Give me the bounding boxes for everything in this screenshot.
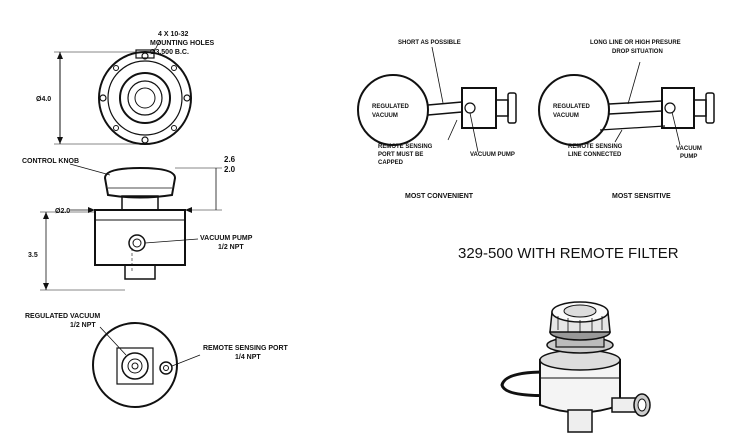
sensitive-vessel-label-1: REGULATED: [553, 104, 591, 110]
height-bottom-label: 2.0: [224, 165, 236, 174]
remote-capped-label-1: REMOTE SENSING: [378, 144, 433, 150]
control-knob-label: CONTROL KNOB: [22, 158, 79, 165]
bottom-view: [92, 322, 201, 408]
sensitive-caption: MOST SENSITIVE: [612, 193, 671, 200]
remote-port-label-2: 1/4 NPT: [235, 354, 261, 361]
side-view: [40, 163, 222, 291]
remote-capped-label-3: CAPPED: [378, 160, 404, 166]
convenient-caption: MOST CONVENIENT: [405, 193, 474, 200]
regulated-label-2: 1/2 NPT: [70, 322, 96, 329]
remote-connected-label-1: REMOTE SENSING: [568, 144, 623, 150]
height-top-label: 2.6: [224, 155, 236, 164]
short-label: SHORT AS POSSIBLE: [398, 40, 461, 46]
side-pump-label-2: 1/2 NPT: [218, 244, 244, 251]
sensitive-schematic: [538, 61, 715, 146]
filter-title: 329-500 WITH REMOTE FILTER: [458, 245, 679, 262]
convenient-pump-label: VACUUM PUMP: [470, 152, 515, 158]
top-diameter-label: Ø4.0: [36, 96, 51, 103]
sensitive-pump-label-2: PUMP: [680, 154, 697, 160]
remote-connected-label-2: LINE CONNECTED: [568, 152, 622, 158]
side-pump-label-1: VACUUM PUMP: [200, 235, 253, 242]
regulated-label-1: REGULATED VACUUM: [25, 313, 100, 320]
holes-label-1: 4 X 10-32: [158, 31, 188, 38]
holes-label-3: Ø3.500 B.C.: [150, 49, 189, 56]
sensitive-vessel-label-2: VACUUM: [553, 113, 579, 119]
side-diameter-label: Ø2.0: [55, 208, 70, 215]
convenient-schematic: [357, 46, 517, 153]
product-illustration: [500, 301, 651, 433]
vessel-label-1: REGULATED: [372, 104, 410, 110]
long-line-label-1: LONG LINE OR HIGH PRESURE: [590, 40, 681, 46]
remote-capped-label-2: PORT MUST BE: [378, 152, 423, 158]
long-line-label-2: DROP SITUATION: [612, 49, 663, 55]
vessel-label-2: VACUUM: [372, 113, 398, 119]
remote-port-label-1: REMOTE SENSING PORT: [203, 345, 289, 352]
top-view: [54, 39, 192, 145]
sensitive-pump-label-1: VACUUM: [676, 146, 702, 152]
height-total-label: 3.5: [28, 252, 38, 259]
holes-label-2: MOUNTING HOLES: [150, 40, 214, 47]
